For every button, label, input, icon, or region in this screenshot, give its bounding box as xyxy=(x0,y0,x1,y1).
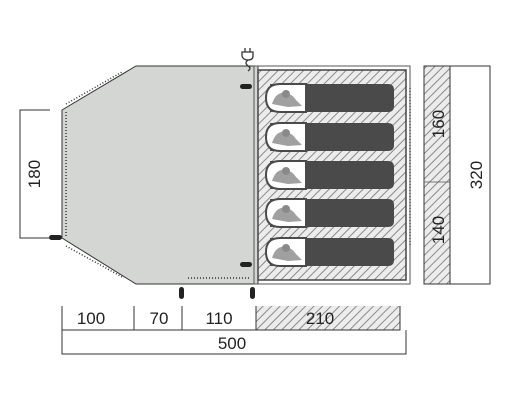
bottom-inner-segment xyxy=(256,306,400,330)
left-dimension: 180 xyxy=(19,109,50,239)
zipper-pull-icon xyxy=(49,235,62,240)
sleeping-bags xyxy=(265,83,395,267)
right-dimensions: 160 140 320 xyxy=(423,65,491,285)
sleeping-bag-icon xyxy=(265,198,395,228)
sleeping-bag-icon xyxy=(265,237,395,267)
right-top-label: 160 xyxy=(429,110,448,138)
zipper-pull-icon xyxy=(240,262,252,267)
bottom-dimensions: 100 70 110 210 500 xyxy=(61,306,407,355)
inner-depth-bar xyxy=(423,65,451,285)
bottom-segment-label: 70 xyxy=(150,309,169,328)
inner-tent-outer-edge xyxy=(253,65,411,285)
bottom-segment-label: 100 xyxy=(77,309,105,328)
bottom-segment-label: 210 xyxy=(306,309,334,328)
zipper-pull-icon xyxy=(240,84,252,89)
right-total-label: 320 xyxy=(467,161,486,189)
right-bottom-label: 140 xyxy=(429,216,448,244)
zipper-pull-icon xyxy=(250,287,255,299)
zipper-pulls xyxy=(49,84,255,299)
bottom-segment-label: 110 xyxy=(205,309,232,328)
vestibule-floor xyxy=(61,65,259,285)
left-height-label: 180 xyxy=(25,160,44,188)
zipper-pull-icon xyxy=(179,287,184,299)
bottom-total-label: 500 xyxy=(218,334,246,353)
power-plug-icon xyxy=(241,48,254,72)
sleeping-bag-icon xyxy=(265,83,395,113)
sleeping-bag-icon xyxy=(265,122,395,152)
sleeping-bag-icon xyxy=(265,160,395,190)
